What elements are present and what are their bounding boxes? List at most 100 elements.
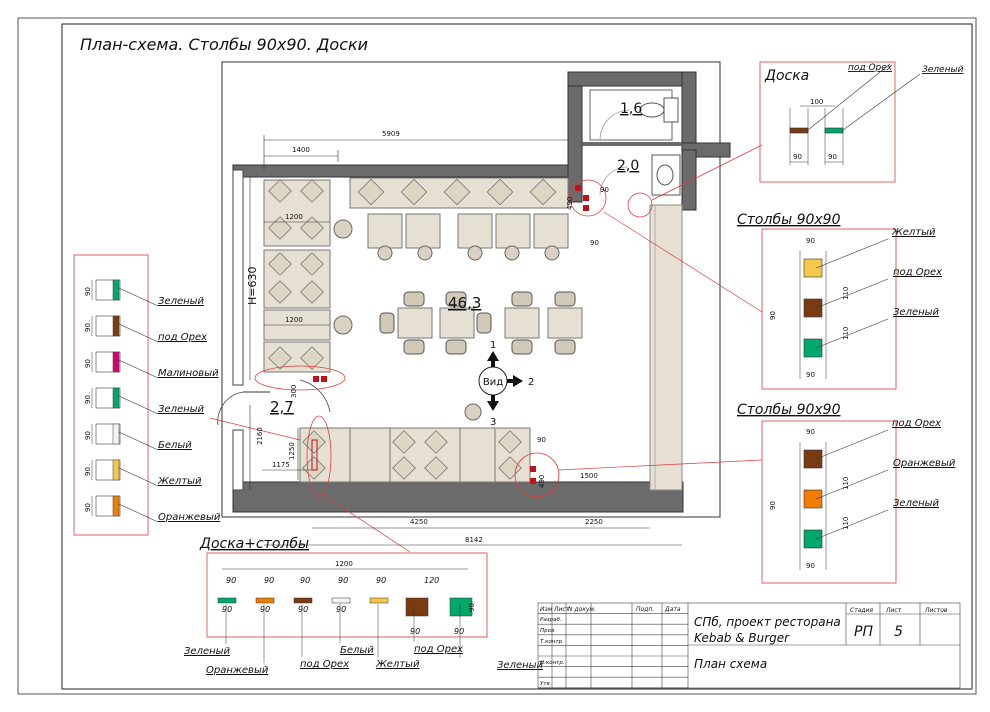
ds-dim-bottom: 90	[454, 627, 464, 636]
ds-label: Желтый	[375, 659, 420, 670]
ds-dim-top: 120	[424, 576, 439, 585]
legend-swatch	[112, 279, 120, 301]
doska-dim-100: 100	[810, 98, 823, 106]
outer-frame	[17, 17, 977, 695]
door-swing-wc1	[599, 109, 631, 141]
stools	[333, 219, 560, 421]
dim-top-left: 1400	[292, 146, 310, 154]
legend-label: Зеленый	[158, 296, 205, 307]
doska-label-a: под Орех	[848, 63, 893, 73]
tb-header: Дата	[664, 606, 681, 613]
post-label: Желтый	[891, 227, 936, 238]
post-swatch	[803, 258, 823, 278]
ds-label: под Орех	[300, 659, 349, 670]
tb-stage-h: Стадия	[850, 607, 873, 614]
tb-header: N докум.	[568, 606, 596, 613]
sheet-title: План-схема. Столбы 90х90. Доски	[80, 35, 368, 54]
bottom-benches	[299, 427, 531, 483]
doska-label-b: Зеленый	[922, 65, 964, 75]
view-num-3: 3	[490, 417, 496, 428]
tb-stage: РП	[854, 624, 873, 640]
legend-label: Желтый	[157, 476, 202, 487]
tb-project-1: СПб, проект ресторана	[694, 615, 841, 629]
dim-300: 300	[290, 385, 298, 398]
stolby2-dim-110a: 110	[842, 477, 850, 490]
door-swing-wc2	[599, 166, 629, 196]
legend-swatch	[112, 351, 120, 373]
dim-490-b: 490	[538, 475, 546, 488]
view-indicator: Вид 1 2 3	[478, 340, 534, 428]
tables-top-row	[367, 213, 569, 249]
arrow-down-icon	[487, 401, 499, 411]
top-wall	[232, 164, 569, 178]
stolby2-dim-side: 90	[769, 501, 777, 510]
doska-title: Доска	[764, 68, 809, 84]
dim-bench1: 1200	[285, 213, 303, 221]
ds-swatch	[331, 597, 351, 604]
bottom-wall	[232, 481, 684, 513]
arrow-up-icon	[487, 351, 499, 361]
doska-stolby-title: Доска+столбы	[199, 536, 309, 552]
dim-height: H=630	[246, 267, 259, 305]
inner-frame	[61, 23, 973, 690]
ds-swatch	[369, 597, 389, 604]
tb-row-label: Разраб.	[540, 617, 562, 623]
dim-490-a: 490	[566, 197, 574, 210]
stolby1-dim-top: 90	[806, 237, 815, 245]
ds-dim-bottom: 90	[222, 605, 232, 614]
left-wall-lower	[232, 429, 244, 491]
tb-row-label: Н.контр.	[540, 660, 565, 666]
legend-label: под Орех	[158, 332, 207, 343]
top-bench	[349, 177, 569, 209]
chairs	[379, 291, 576, 355]
ds-label: Зеленый	[497, 660, 544, 671]
post-swatch	[803, 338, 823, 358]
post-swatch	[803, 298, 823, 318]
post-label: под Орех	[892, 418, 941, 429]
tb-sheets-h: Листов	[924, 607, 948, 614]
ds-label: под Орех	[414, 644, 463, 655]
stolby2-dim-110b: 110	[842, 517, 850, 530]
ds-label: Оранжевый	[206, 665, 269, 676]
ds-dim-top: 90	[376, 576, 386, 585]
legend-dim: 90	[84, 395, 92, 404]
left-benches	[263, 179, 331, 373]
stolby1-dim-bottom: 90	[806, 371, 815, 379]
legend-dim: 90	[84, 503, 92, 512]
area-entry: 2,7	[270, 398, 294, 416]
legend-swatch	[112, 495, 120, 517]
tb-row-label: Пров.	[540, 628, 556, 634]
tables-mid	[397, 307, 583, 339]
doska-dim-a: 90	[793, 153, 802, 161]
stolby2-dim-top: 90	[806, 428, 815, 436]
ds-dim-top: 90	[226, 576, 236, 585]
dimension-lines	[249, 135, 682, 546]
dim-90-b: 90	[590, 239, 599, 247]
tb-sheet-name: План схема	[694, 657, 767, 671]
ds-label: Зеленый	[184, 646, 231, 657]
legend-swatch	[112, 387, 120, 409]
highlight-circles	[254, 179, 653, 498]
post-label: под Орех	[893, 267, 942, 278]
view-label: Вид	[483, 377, 503, 388]
ds-dim-top: 90	[264, 576, 274, 585]
ds-swatch	[449, 597, 473, 617]
post-label: Оранжевый	[893, 458, 956, 469]
legend-dim: 90	[84, 287, 92, 296]
post-label: Зеленый	[893, 498, 940, 509]
dim-bench2: 1200	[285, 316, 303, 324]
ds-label: Белый	[340, 645, 374, 656]
legend-label: Зеленый	[158, 404, 205, 415]
dim-1500: 1500	[580, 472, 598, 480]
wc-wall-top	[567, 71, 689, 87]
view-num-2: 2	[528, 377, 534, 388]
tb-sheet-no: 5	[894, 624, 903, 640]
tb-header: Лист	[553, 606, 570, 613]
ds-dim-top: 90	[300, 576, 310, 585]
ds-swatch	[255, 597, 275, 604]
tb-header: Подп.	[636, 606, 654, 613]
tb-sheet-h: Лист	[885, 607, 902, 614]
